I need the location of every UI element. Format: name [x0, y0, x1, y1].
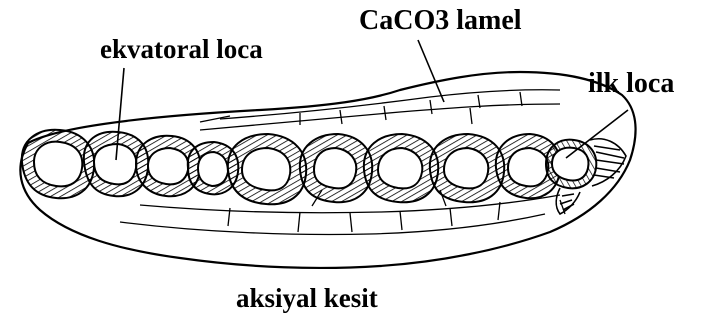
- chamber: [364, 134, 438, 202]
- chamber: [430, 134, 504, 202]
- chamber: [228, 134, 306, 204]
- caption-axial-section: aksiyal kesit: [236, 285, 378, 312]
- first-chamber: [546, 140, 596, 189]
- label-equatorial-chamber: ekvatoral loca: [100, 36, 263, 63]
- label-caco3-lamella: CaCO3 lamel: [359, 7, 522, 35]
- chamber: [300, 134, 372, 202]
- leader-caco3: [418, 40, 444, 102]
- leader-first-chamber: [566, 110, 628, 158]
- chamber-row: [22, 130, 626, 214]
- label-first-chamber: ilk loca: [588, 70, 674, 98]
